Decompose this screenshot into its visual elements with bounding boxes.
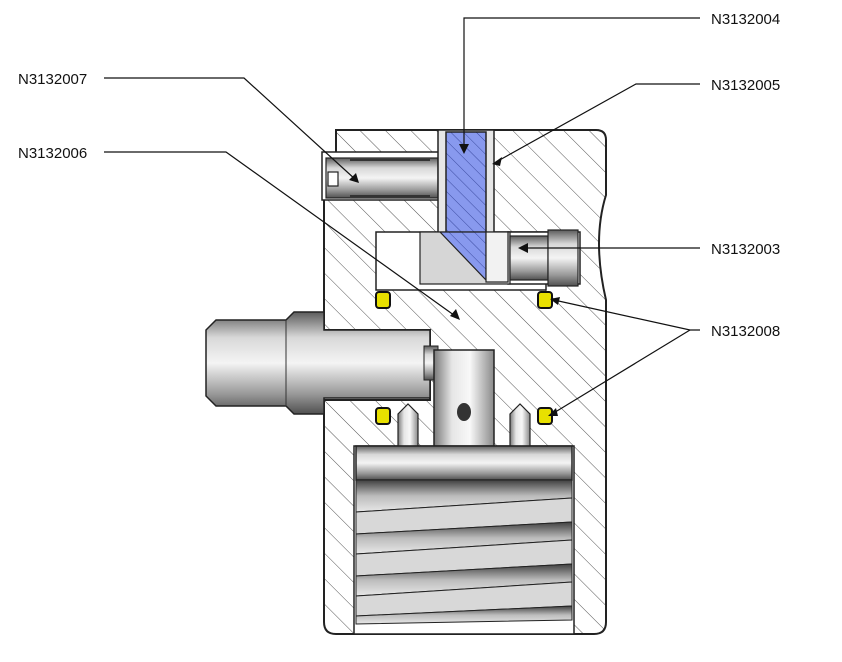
arrowhead (550, 297, 560, 305)
callout-label-n3132008: N3132008 (711, 323, 780, 340)
o-ring (537, 291, 553, 309)
leader-n3132008-b (551, 329, 691, 415)
o-ring (375, 407, 391, 425)
arrowhead (548, 408, 558, 416)
arrowhead (492, 157, 502, 166)
leader-n3132007 (104, 77, 357, 181)
callout-label-n3132003: N3132003 (711, 241, 780, 258)
side-port-plug (509, 229, 579, 287)
o-rings (375, 291, 553, 425)
arrowhead (518, 243, 528, 253)
central-piston (397, 349, 531, 447)
leader-lines (104, 17, 700, 415)
leader-n3132006 (104, 151, 459, 319)
callout-label-n3132006: N3132006 (18, 145, 87, 162)
inlet-nozzle (205, 311, 439, 415)
callout-label-n3132005: N3132005 (711, 77, 780, 94)
threaded-insert (355, 445, 573, 625)
callout-label-n3132007: N3132007 (18, 71, 87, 88)
callout-label-n3132004: N3132004 (711, 11, 780, 28)
arrowhead (450, 309, 460, 320)
set-screw-plug (325, 157, 439, 199)
leader-n3132004 (463, 17, 700, 150)
leader-n3132005 (495, 83, 700, 163)
arrowhead (459, 144, 469, 154)
arrowhead (349, 173, 359, 183)
o-ring (375, 291, 391, 309)
